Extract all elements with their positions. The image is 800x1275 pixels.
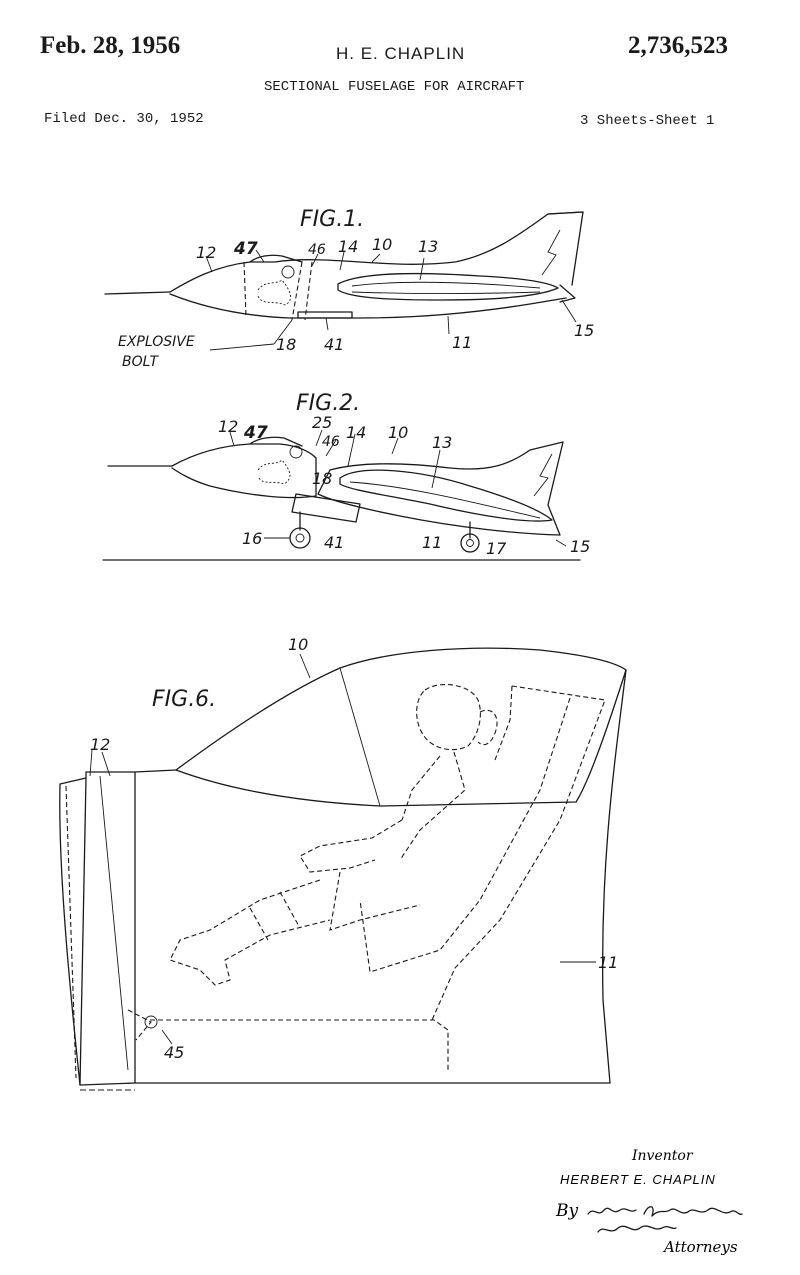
fig6-canopy bbox=[175, 647, 627, 807]
fig1-title: FIG.1. bbox=[300, 207, 364, 232]
fig6-label-12: 12 bbox=[90, 735, 110, 754]
patent-title: SECTIONAL FUSELAGE FOR AIRCRAFT bbox=[264, 79, 525, 95]
inventor-heading: Inventor bbox=[631, 1148, 694, 1164]
fig1-annotation-line2: BOLT bbox=[122, 354, 159, 370]
attorneys-label: Attorneys bbox=[662, 1238, 738, 1256]
fig6-title: FIG.6. bbox=[152, 687, 216, 712]
fig1-label-11: 11 bbox=[452, 333, 472, 352]
attorney-signature bbox=[587, 1206, 743, 1233]
fig2-label-16: 16 bbox=[242, 529, 262, 548]
signature-block: Inventor HERBERT E. CHAPLIN By Attorneys bbox=[555, 1148, 743, 1256]
fig6-ejection-seat bbox=[431, 685, 606, 1021]
fig6-label-45: 45 bbox=[164, 1043, 184, 1062]
fig1-label-47: 47 bbox=[233, 239, 258, 259]
fig1-engine-pod bbox=[337, 272, 559, 301]
fig6-body-right bbox=[601, 669, 627, 1084]
fig6-pilot bbox=[169, 684, 498, 986]
fig2-label-14: 14 bbox=[346, 423, 366, 442]
fig1-label-15: 15 bbox=[574, 321, 594, 340]
fig2-forward-fuselage bbox=[171, 443, 317, 499]
fig2-label-41: 41 bbox=[324, 533, 344, 552]
fig1-label-18: 18 bbox=[276, 335, 296, 354]
fig2-label-13: 13 bbox=[432, 433, 452, 452]
filed-date: Filed Dec. 30, 1952 bbox=[44, 111, 204, 127]
inventor-name: H. E. CHAPLIN bbox=[336, 44, 466, 63]
fig2-label-46: 46 bbox=[322, 434, 340, 450]
fig1-label-46: 46 bbox=[308, 242, 326, 258]
figure-6: FIG.6. bbox=[59, 635, 627, 1091]
fig2-label-15: 15 bbox=[570, 537, 590, 556]
fig2-title: FIG.2. bbox=[296, 391, 360, 416]
fig1-panel-41 bbox=[297, 311, 353, 319]
fig1-label-41: 41 bbox=[324, 335, 344, 354]
fig6-bolt-45 bbox=[144, 1015, 158, 1029]
sheet-count: 3 Sheets-Sheet 1 bbox=[580, 113, 715, 129]
fig2-label-18: 18 bbox=[312, 469, 332, 488]
fig1-label-10: 10 bbox=[372, 235, 392, 254]
fig2-label-17: 17 bbox=[486, 539, 507, 558]
fig2-label-12: 12 bbox=[218, 417, 238, 436]
fig2-label-11: 11 bbox=[422, 533, 442, 552]
patent-number: 2,736,523 bbox=[628, 32, 728, 59]
by-label: By bbox=[555, 1201, 578, 1221]
fig6-label-11: 11 bbox=[598, 953, 618, 972]
fig2-panel-41 bbox=[291, 493, 361, 523]
inventor-full-name: HERBERT E. CHAPLIN bbox=[560, 1172, 716, 1187]
fig1-label-14: 14 bbox=[338, 237, 358, 256]
fig2-main-wheel bbox=[460, 533, 480, 553]
fig1-fuselage-lower bbox=[169, 293, 567, 319]
fig1-label-12: 12 bbox=[196, 243, 216, 262]
figure-2: FIG.2. bbox=[102, 391, 590, 561]
fig2-label-47: 47 bbox=[243, 423, 268, 443]
fig2-label-25: 25 bbox=[312, 413, 332, 432]
fig2-nose-wheel bbox=[289, 527, 311, 549]
fig1-tail-fin bbox=[547, 211, 584, 286]
fig2-label-10: 10 bbox=[388, 423, 408, 442]
fig1-nose-probe bbox=[104, 291, 171, 295]
fig1-canopy bbox=[249, 254, 303, 263]
figure-1: FIG.1. bbox=[104, 207, 594, 370]
fig2-aft-section bbox=[317, 441, 564, 536]
fig6-bulkhead-12 bbox=[59, 771, 136, 1086]
fig6-label-10: 10 bbox=[288, 635, 308, 654]
fig1-annotation-line1: EXPLOSIVE bbox=[118, 334, 195, 350]
fig6-seat-base bbox=[150, 1019, 449, 1072]
fig1-fuselage-upper bbox=[169, 211, 584, 293]
patent-date: Feb. 28, 1956 bbox=[40, 32, 181, 59]
fig1-label-13: 13 bbox=[418, 237, 438, 256]
